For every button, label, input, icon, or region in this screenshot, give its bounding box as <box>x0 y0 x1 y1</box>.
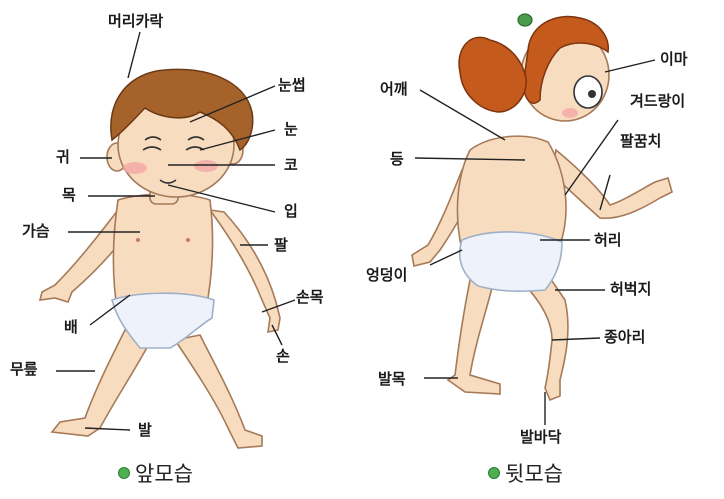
label-thigh: 허벅지 <box>610 280 651 298</box>
label-arm: 팔 <box>274 236 288 254</box>
back-right-arm <box>552 150 672 218</box>
label-belly: 배 <box>64 318 78 336</box>
back-left-leg <box>448 280 500 394</box>
label-eyebrow: 눈썹 <box>278 76 306 94</box>
label-chest: 가슴 <box>22 222 50 240</box>
label-elbow: 팔꿈치 <box>620 132 661 150</box>
label-wrist: 손목 <box>296 288 324 306</box>
back-ponytail <box>459 37 526 112</box>
label-foot: 발 <box>138 421 152 439</box>
label-forehead: 이마 <box>660 50 688 68</box>
label-hand: 손 <box>276 347 290 365</box>
label-ankle: 발목 <box>378 370 406 388</box>
label-knee: 무릎 <box>10 360 38 378</box>
bullet-icon <box>488 467 500 479</box>
back-hair-tie <box>518 14 532 26</box>
label-calf: 종아리 <box>604 328 645 346</box>
label-buttocks: 엉덩이 <box>366 266 407 284</box>
bullet-icon <box>118 467 130 479</box>
front-right-arm <box>210 210 280 332</box>
caption-back-text: 뒷모습 <box>505 462 563 486</box>
caption-front: 앞모습 <box>118 462 193 486</box>
caption-back: 뒷모습 <box>488 462 563 486</box>
label-neck: 목 <box>62 186 76 204</box>
back-underwear <box>460 232 562 291</box>
label-eye: 눈 <box>284 120 298 138</box>
front-left-leg <box>52 330 150 436</box>
front-cheek-left <box>123 162 147 174</box>
label-waist: 허리 <box>594 231 622 249</box>
label-shoulder: 어깨 <box>380 80 408 98</box>
label-armpit: 겨드랑이 <box>630 92 685 110</box>
caption-front-text: 앞모습 <box>135 462 193 486</box>
back-cheek <box>562 108 578 118</box>
label-hair: 머리카락 <box>108 12 163 30</box>
label-back: 등 <box>390 150 404 168</box>
back-eye <box>574 76 602 108</box>
back-right-leg <box>520 275 568 400</box>
front-right-leg <box>175 335 262 448</box>
label-nose: 코 <box>284 156 298 174</box>
front-cheek-right <box>194 160 218 172</box>
label-sole: 발바닥 <box>520 428 561 446</box>
label-ear: 귀 <box>56 148 70 166</box>
label-mouth: 입 <box>284 202 298 220</box>
